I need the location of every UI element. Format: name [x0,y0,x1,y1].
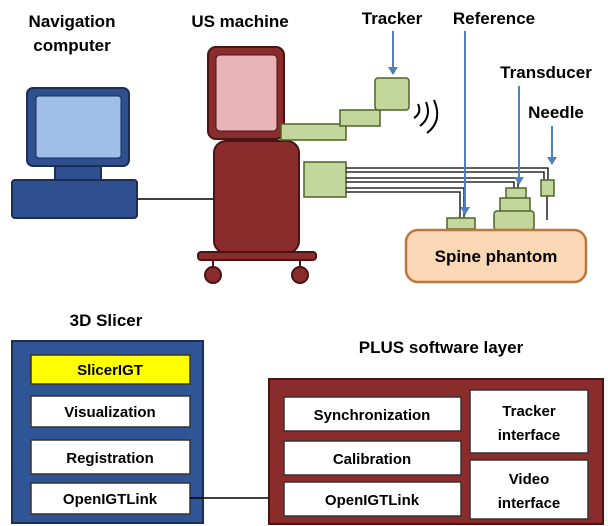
registration-label: Registration [66,450,154,467]
tracker-interface-module[interactable] [469,389,589,454]
us-machine [197,46,317,284]
pointer-arrows [388,31,557,215]
visualization-label: Visualization [64,404,155,421]
wheel-left [204,266,222,284]
video-interface-label-line1: Video [509,471,550,488]
tracker-arm [280,77,410,141]
spine-phantom [404,228,588,284]
registration-module[interactable] [30,439,191,475]
spine-phantom-label: Spine phantom [435,247,558,266]
needle-label: Needle [528,103,584,122]
synchronization-label: Synchronization [314,407,431,424]
transducer [493,187,535,231]
video-interface-label-line2: interface [498,495,561,512]
navigation-computer [11,87,138,219]
reference-marker [446,217,476,230]
plus-openigtlink-label: OpenIGTLink [325,492,420,509]
slicerigt-label: SlicerIGT [77,362,143,379]
plus-title: PLUS software layer [359,338,524,357]
plus-openigtlink-module[interactable] [283,481,462,517]
us-machine-label: US machine [191,12,288,31]
tracker-signal-icon [413,99,439,134]
tracker-device [374,77,410,111]
transducer-label: Transducer [500,63,592,82]
slicerigt-module[interactable] [30,354,191,385]
tracker-control-unit [303,161,347,198]
tracker-label: Tracker [362,9,423,28]
calibration-label: Calibration [333,451,411,468]
needle-marker [540,179,555,197]
slicer-title: 3D Slicer [70,311,143,330]
video-interface-module[interactable] [469,459,589,520]
tracker-interface-label-line2: interface [498,427,561,444]
reference-label: Reference [453,9,535,28]
navigation-computer-label-line2: computer [33,36,111,55]
calibration-module[interactable] [283,440,462,476]
visualization-module[interactable] [30,395,191,428]
synchronization-module[interactable] [283,396,462,432]
tracker-interface-label-line1: Tracker [502,403,556,420]
wheel-right [291,266,309,284]
navigation-computer-label-line1: Navigation [29,12,116,31]
slicer-openigtlink-label: OpenIGTLink [63,491,158,508]
